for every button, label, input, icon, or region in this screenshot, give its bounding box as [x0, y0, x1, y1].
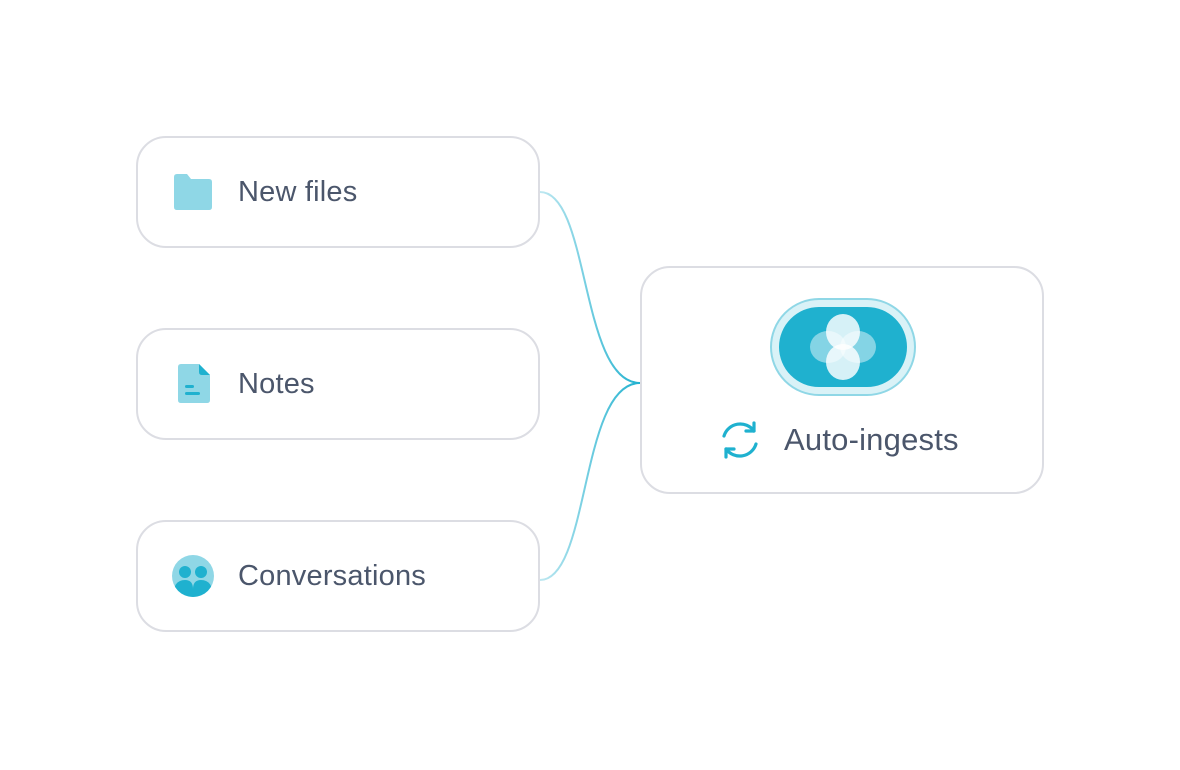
folder-icon: [172, 171, 214, 213]
people-icon: [172, 555, 214, 597]
source-card-notes: Notes: [136, 328, 540, 440]
target-card-auto-ingests: Auto-ingests: [640, 266, 1044, 494]
source-label: New files: [238, 175, 358, 208]
source-label: Conversations: [238, 559, 426, 592]
note-document-icon: [172, 363, 214, 405]
connector-files: [539, 191, 641, 384]
auto-ingests-row: Auto-ingests: [716, 416, 959, 464]
target-label: Auto-ingests: [784, 422, 959, 457]
clover-logo-icon: [770, 298, 916, 396]
sync-icon: [716, 416, 764, 464]
connector-conversations: [539, 382, 641, 581]
source-card-files: New files: [136, 136, 540, 248]
source-card-conversations: Conversations: [136, 520, 540, 632]
source-label: Notes: [238, 367, 315, 400]
